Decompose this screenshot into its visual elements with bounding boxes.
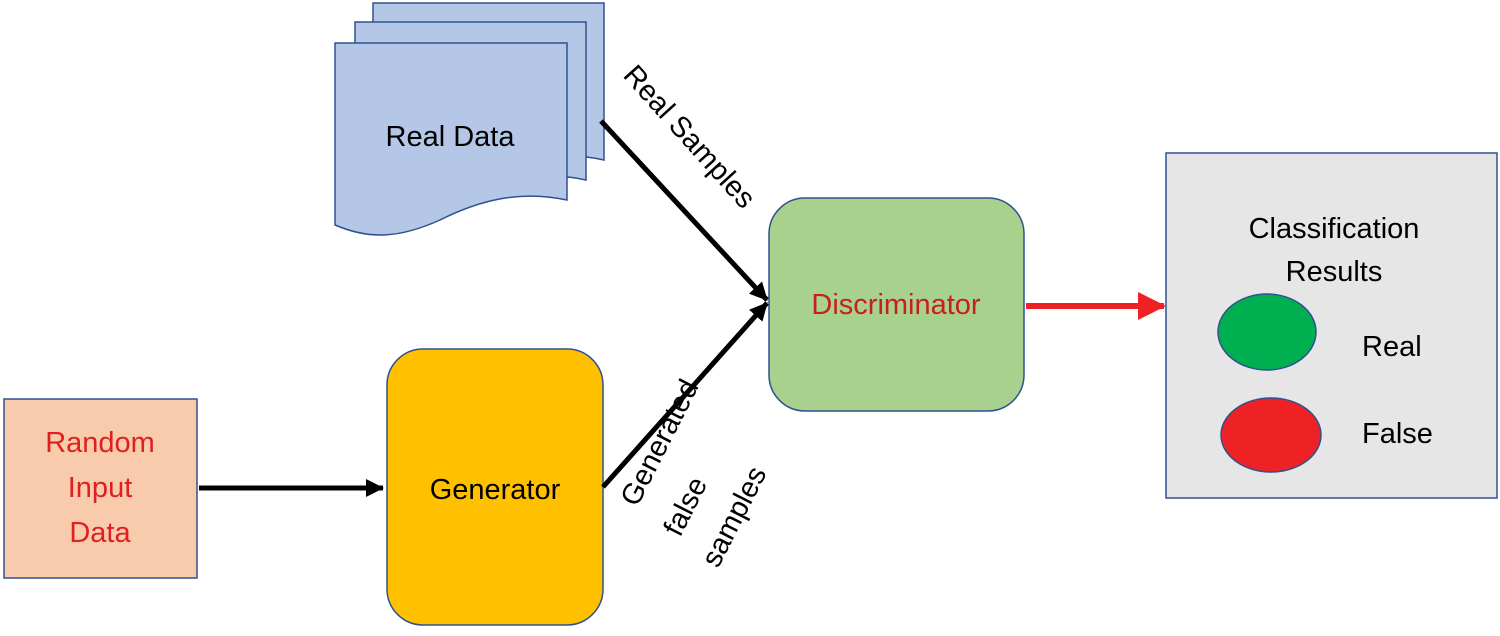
real-data-label: Real Data bbox=[386, 121, 516, 153]
random-input-line-1: Random bbox=[45, 427, 155, 459]
real-indicator-label: Real bbox=[1362, 331, 1422, 363]
arrow-real-to-discriminator bbox=[599, 119, 769, 302]
false-indicator-label: False bbox=[1362, 418, 1433, 450]
results-box bbox=[1165, 152, 1498, 499]
discriminator-box bbox=[768, 197, 1025, 412]
arrow-generator-to-discriminator bbox=[601, 301, 769, 489]
random-input-line-3: Data bbox=[69, 517, 131, 549]
false-indicator-circle bbox=[1220, 397, 1322, 473]
real-samples-label: Real Samples bbox=[617, 59, 762, 215]
real-data-page-front bbox=[334, 42, 568, 236]
random-input-node: Random Input Data bbox=[3, 398, 198, 579]
results-node: Classification Results Real False bbox=[1165, 152, 1498, 499]
random-input-line-2: Input bbox=[68, 472, 133, 504]
generated-label-line-2: false bbox=[658, 472, 714, 541]
real-indicator-circle bbox=[1217, 293, 1317, 371]
generated-samples-label-2: false bbox=[658, 472, 714, 541]
generator-node: Generator bbox=[386, 348, 604, 626]
results-title-line-2: Results bbox=[1286, 256, 1383, 288]
discriminator-label: Discriminator bbox=[811, 289, 981, 321]
real-data-stack: Real Data bbox=[334, 2, 605, 236]
discriminator-node: Discriminator bbox=[768, 197, 1025, 412]
generator-label: Generator bbox=[430, 474, 561, 506]
generated-samples-label-3: samples bbox=[696, 461, 774, 572]
generated-label-line-3: samples bbox=[696, 461, 774, 572]
results-title-line-1: Classification bbox=[1249, 213, 1420, 245]
random-input-box bbox=[3, 398, 198, 579]
